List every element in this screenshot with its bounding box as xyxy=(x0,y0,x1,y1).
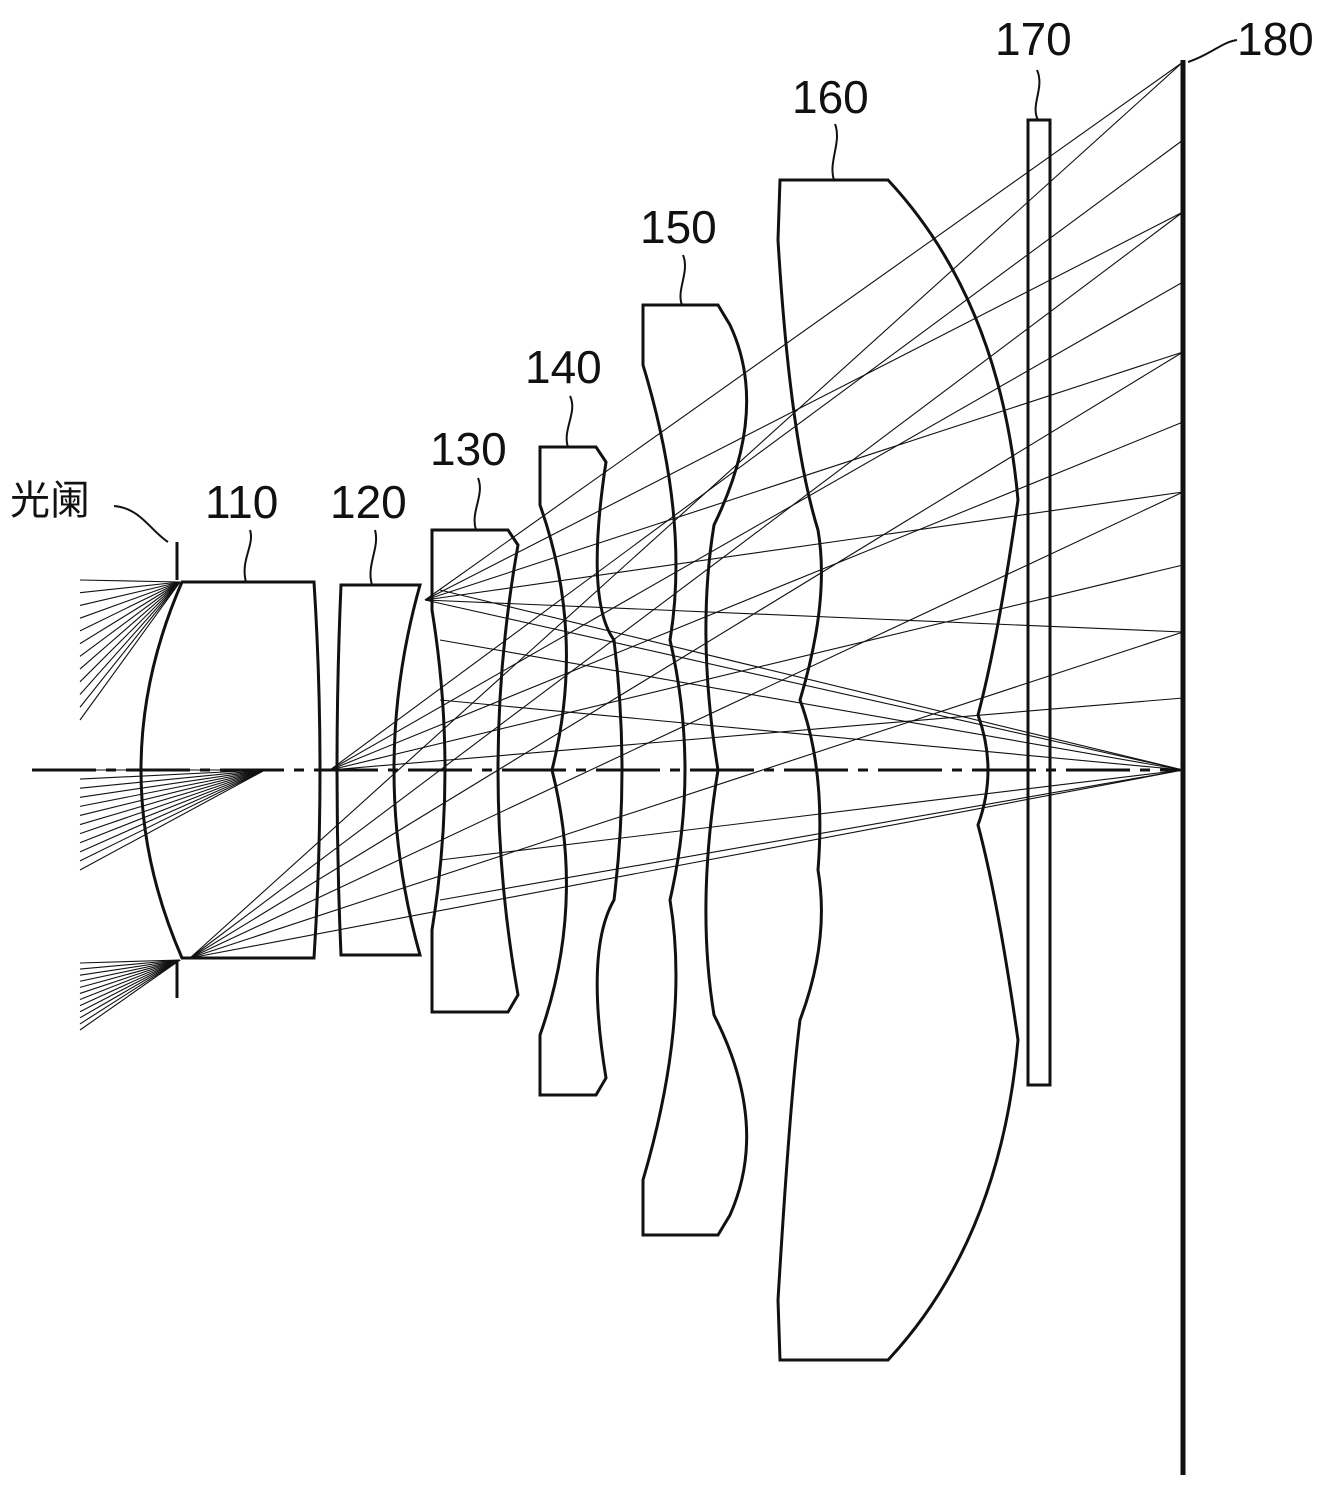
light-ray xyxy=(424,211,1184,601)
light-ray xyxy=(189,61,1184,959)
light-ray xyxy=(79,581,181,606)
light-ray xyxy=(79,581,181,683)
light-ray xyxy=(424,61,1184,601)
light-ray xyxy=(79,581,181,645)
light-ray xyxy=(79,959,181,988)
light-ray xyxy=(439,769,1184,901)
light-ray xyxy=(79,581,181,695)
light-ray xyxy=(79,769,266,862)
light-ray xyxy=(439,769,1184,861)
leader-140 xyxy=(565,395,574,448)
light-ray xyxy=(79,769,266,780)
light-ray xyxy=(189,769,1184,959)
light-ray xyxy=(79,959,181,1019)
light-ray xyxy=(329,697,1184,771)
light-ray xyxy=(79,581,181,657)
label-150: 150 xyxy=(640,201,717,253)
light-ray xyxy=(424,599,1184,633)
lens-140 xyxy=(538,445,624,1097)
leader-150 xyxy=(679,254,686,306)
stop-leader xyxy=(113,505,169,543)
lens-130 xyxy=(430,528,520,1014)
light-ray xyxy=(189,211,1184,959)
leader-160 xyxy=(831,123,838,181)
lens-110 xyxy=(139,580,322,960)
light-ray xyxy=(79,581,181,594)
label-120: 120 xyxy=(330,476,407,528)
light-ray xyxy=(79,581,181,708)
leader-120 xyxy=(369,529,378,586)
light-ray xyxy=(79,769,266,789)
label-stop: 光阑 xyxy=(10,478,90,524)
lens-160 xyxy=(776,178,1020,1362)
light-ray xyxy=(79,769,266,844)
label-180: 180 xyxy=(1237,13,1314,65)
label-140: 140 xyxy=(525,341,602,393)
light-ray xyxy=(79,959,181,1031)
leader-170 xyxy=(1034,69,1041,121)
light-ray xyxy=(79,769,266,826)
light-ray xyxy=(79,769,266,871)
light-ray xyxy=(329,421,1184,771)
light-ray xyxy=(79,959,181,976)
light-ray xyxy=(79,769,266,798)
light-ray xyxy=(79,581,181,721)
light-ray xyxy=(189,351,1184,959)
light-ray xyxy=(79,769,266,853)
light-ray xyxy=(79,959,181,964)
light-ray xyxy=(79,769,266,807)
light-ray xyxy=(189,631,1184,959)
light-ray xyxy=(79,959,181,1007)
lens-150 xyxy=(641,303,749,1237)
ray-bundles xyxy=(79,61,1184,1031)
light-ray xyxy=(79,581,181,632)
label-170: 170 xyxy=(995,13,1072,65)
light-ray xyxy=(189,491,1184,959)
light-ray xyxy=(79,959,181,970)
light-ray xyxy=(79,581,181,670)
label-160: 160 xyxy=(792,71,869,123)
light-ray xyxy=(79,959,181,994)
light-ray xyxy=(79,581,181,619)
light-ray xyxy=(329,564,1184,771)
light-ray xyxy=(79,769,266,816)
leader-130 xyxy=(473,477,481,531)
lens-120 xyxy=(335,583,422,957)
leader-180 xyxy=(1187,39,1238,63)
light-ray xyxy=(424,491,1184,601)
light-ray xyxy=(329,281,1184,771)
light-ray xyxy=(79,959,181,982)
light-ray xyxy=(79,769,266,835)
light-ray xyxy=(79,959,181,1001)
light-ray xyxy=(439,639,1184,771)
filter-170 xyxy=(1026,118,1052,1087)
leader-110 xyxy=(243,529,253,583)
label-130: 130 xyxy=(430,423,507,475)
label-110: 110 xyxy=(205,476,278,528)
light-ray xyxy=(329,139,1184,771)
light-ray xyxy=(79,579,181,583)
light-ray xyxy=(79,959,181,1025)
light-ray xyxy=(79,959,181,1013)
